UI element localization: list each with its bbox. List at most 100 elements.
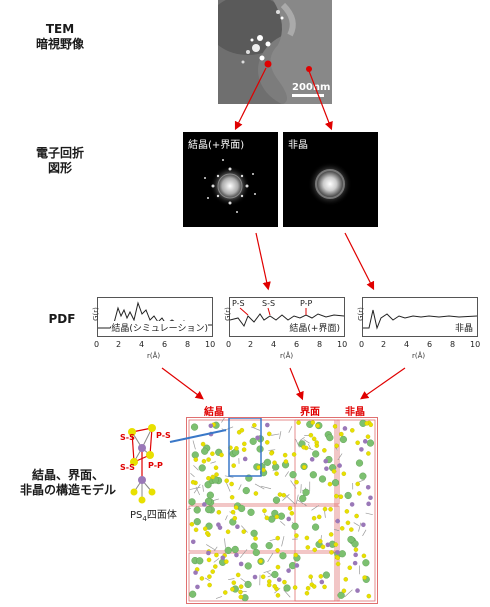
s-atom — [275, 548, 279, 552]
s-atom — [267, 583, 271, 587]
bond — [287, 497, 295, 504]
s-atom — [294, 533, 298, 537]
s-atom — [274, 472, 278, 476]
s-atom — [339, 495, 343, 499]
bond — [268, 553, 274, 562]
s-atom — [240, 428, 244, 432]
bond — [363, 530, 367, 536]
s-atom — [206, 476, 210, 480]
s-atom — [328, 507, 332, 511]
s-atom — [348, 566, 352, 570]
ps4-caption: PS4四面体 — [130, 506, 177, 523]
s-atom — [366, 435, 370, 439]
s-atom — [253, 536, 257, 540]
p-atom — [195, 585, 200, 590]
s-atom — [252, 423, 256, 427]
s-atom — [139, 497, 146, 504]
p-atom — [320, 580, 325, 585]
li-atom — [312, 451, 319, 458]
s-atom — [356, 482, 360, 486]
s-atom — [214, 553, 218, 557]
s-atom — [233, 516, 237, 520]
s-atom — [261, 575, 265, 579]
s-atom — [319, 574, 323, 578]
s-atom — [226, 530, 230, 534]
li-atom — [323, 572, 330, 579]
s-atom — [230, 482, 234, 486]
s-atom — [225, 479, 229, 483]
s-atom — [302, 465, 306, 469]
s-atom — [357, 491, 361, 495]
bond — [280, 521, 285, 525]
s-atom — [312, 584, 316, 588]
p-atom — [368, 495, 373, 500]
bond-label-ss: S-S — [120, 433, 135, 442]
s-atom — [369, 423, 373, 427]
li-atom — [268, 516, 275, 523]
s-atom — [214, 466, 218, 470]
li-atom — [251, 530, 258, 537]
p-atom — [366, 485, 371, 490]
bond — [224, 538, 225, 547]
model-label-interface: 界面 — [300, 403, 320, 418]
s-atom — [265, 516, 269, 520]
li-atom — [250, 438, 257, 445]
s-atom — [306, 545, 310, 549]
s-atom — [318, 539, 322, 543]
bond — [338, 454, 342, 460]
s-atom — [354, 548, 358, 552]
model-label-crystal: 結晶 — [204, 403, 224, 418]
ps4-tetrahedron: S-S P-S S-S P-P — [112, 420, 182, 510]
li-atom — [232, 546, 239, 553]
p-atom — [234, 553, 239, 558]
li-atom — [280, 552, 287, 559]
li-atom — [207, 492, 214, 499]
model-label-amorphous: 非晶 — [345, 403, 365, 418]
s-atom — [278, 492, 282, 496]
p-atom — [363, 439, 368, 444]
s-atom — [290, 511, 294, 515]
bond — [289, 426, 292, 432]
s-atom — [332, 469, 336, 473]
bond — [206, 544, 215, 550]
li-atom — [339, 550, 346, 557]
s-atom — [234, 446, 238, 450]
s-atom — [294, 553, 298, 557]
s-atom — [321, 545, 325, 549]
li-atom — [238, 505, 245, 512]
p-atom — [220, 555, 225, 560]
bond — [190, 473, 194, 477]
s-atom — [329, 532, 333, 536]
bond — [225, 515, 227, 520]
bond — [213, 499, 219, 501]
li-atom — [348, 536, 355, 543]
p-atom — [243, 457, 248, 462]
s-atom — [311, 420, 315, 424]
s-atom — [342, 589, 346, 593]
s-atom — [242, 448, 246, 452]
s-atom — [269, 451, 273, 455]
li-atom — [326, 434, 333, 441]
li-atom — [278, 513, 285, 520]
region-amorphous — [337, 420, 375, 601]
p-atom — [353, 561, 358, 566]
arrow-pdf-to-crystal-model — [162, 368, 202, 398]
s-atom — [211, 475, 215, 479]
s-atom — [207, 575, 211, 579]
p-atom — [138, 444, 146, 452]
li-atom — [243, 487, 250, 494]
s-atom — [328, 482, 332, 486]
li-atom — [205, 506, 212, 513]
s-atom — [230, 587, 234, 591]
s-atom — [316, 424, 320, 428]
p-atom — [335, 550, 340, 555]
bond — [354, 523, 359, 526]
bond — [240, 549, 247, 557]
p-atom — [218, 525, 223, 530]
li-atom — [189, 498, 196, 505]
p-atom — [335, 519, 340, 524]
s-atom — [322, 585, 326, 589]
s-atom — [283, 453, 287, 457]
s-atom — [257, 465, 261, 469]
li-atom — [332, 479, 339, 486]
